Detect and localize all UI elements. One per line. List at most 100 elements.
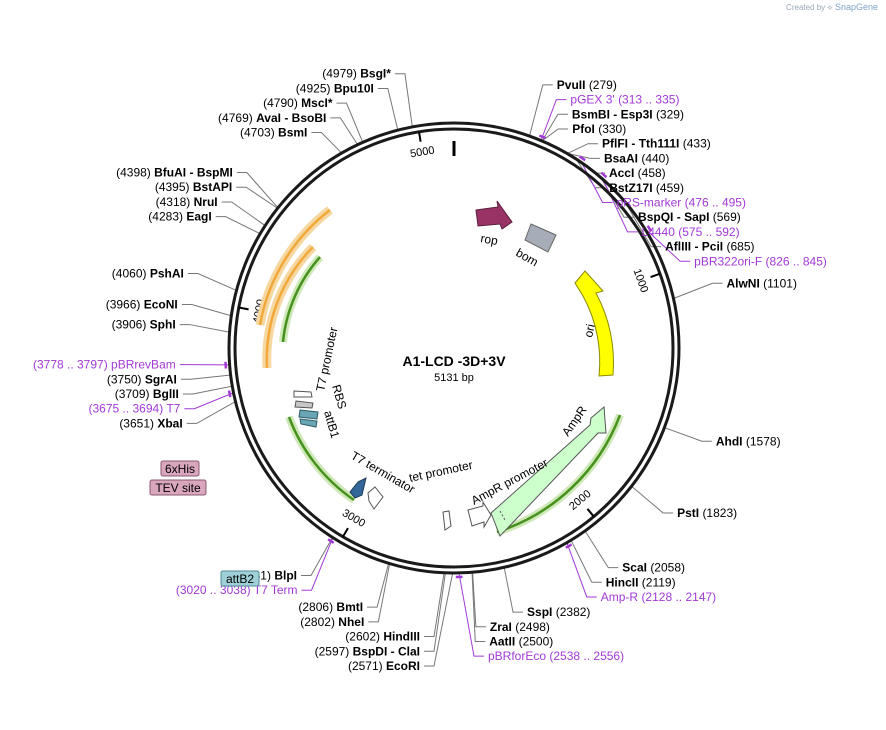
backbone-inner: [233, 127, 675, 569]
primer-pbrrevbam-name: pBRrevBam: [111, 358, 176, 372]
site-labels: PvuII (279)pGEX 3' (313 .. 335)BsmBI - E…: [33, 67, 827, 673]
site-bsgi-name: BsgI: [360, 67, 386, 81]
site-nhei-pos: (2802): [300, 615, 335, 629]
site-eagi-name: EagI: [186, 210, 211, 224]
label-site-psti: PstI (1823): [677, 506, 737, 520]
tick-mark-2000: [586, 508, 595, 518]
site-afliii-name2: PciI: [702, 240, 723, 254]
feature-label-t7-promoter: T7 promoter: [313, 326, 340, 393]
site-sgrai-pos: (3750): [107, 372, 142, 386]
site-bsmi-name: BsmI: [278, 126, 307, 140]
label-site-bmti: (2806) BmtI: [298, 600, 363, 614]
label-site-bsgi: (4979) BsgI*: [322, 67, 391, 81]
site-ecori-name: EcoRI: [386, 659, 420, 673]
site-bglii-name: BglII: [153, 387, 179, 401]
feature-box-tev-bg: [149, 479, 207, 496]
tick-label-5000: 5000: [409, 145, 435, 161]
label-site-bstapi: (4395) BstAPI: [155, 180, 232, 194]
label-primer-pbrforeco: pBRforEco (2538 .. 2556): [488, 649, 624, 663]
leader-site-alwni: [674, 282, 723, 299]
feature-box-attb2-bg: [220, 570, 260, 587]
snapgene-logo-icon: ⟡: [827, 3, 833, 12]
site-bsmbi-name2: Esp3I: [621, 107, 653, 121]
site-bmti-pos: (2806): [298, 600, 333, 614]
site-pfoi-pos: (330): [598, 122, 626, 136]
primer-amp-r-range: (2128 .. 2147): [641, 590, 716, 604]
leader-site-pvuii: [529, 84, 553, 136]
feature-ori: [574, 270, 614, 377]
leader-site-eagi: [215, 216, 260, 234]
site-bsaai-pos: (440): [641, 151, 669, 165]
site-afliii-pos: (685): [726, 240, 754, 254]
credit-prefix: Created by: [786, 3, 826, 12]
feature-label-ori: ori: [581, 323, 597, 339]
feature-label-rop: rop: [479, 231, 499, 248]
site-psti-pos: (1823): [702, 506, 737, 520]
leader-primer-amp-r: [566, 543, 597, 598]
tick-label-1000: 1000: [631, 267, 651, 294]
site-msci-pos: (4790): [263, 96, 298, 110]
snapgene-credit: Created by ⟡ SnapGene: [786, 2, 878, 13]
leader-primer-pbrforeco: [458, 573, 484, 657]
label-site-pfoi: PfoI (330): [572, 122, 626, 136]
label-site-sphi: (3906) SphI: [112, 318, 176, 332]
site-ecori-pos: (2571): [348, 659, 383, 673]
site-bspqi-name: BspQI: [638, 210, 673, 224]
label-site-pvuii: PvuII (279): [557, 78, 617, 92]
leader-primer-pbr322ori-f: [646, 229, 691, 262]
feature-box-6xhis-label: 6xHis: [165, 462, 195, 476]
site-avai-dash: -: [281, 111, 292, 125]
site-pflfi-pos: (433): [683, 137, 711, 151]
leader-site-sgrai: [180, 374, 230, 380]
label-site-bstz17i: BstZ17I (459): [609, 181, 684, 195]
site-xbai-name: XbaI: [157, 416, 182, 430]
feature-ampr-promoter: [467, 500, 492, 529]
leader-site-ahdi: [665, 427, 712, 442]
site-bsmbi-pos: (329): [656, 107, 684, 121]
leader-site-bspdi: [424, 573, 446, 652]
label-site-bspqi: BspQI - SapI (569): [638, 210, 741, 224]
backbone-outer: [227, 121, 681, 575]
feature-open-arrow: [367, 486, 384, 510]
label-site-aatii: AatII (2500): [489, 634, 553, 648]
leader-site-bmti: [367, 564, 389, 608]
label-site-scai: ScaI (2058): [622, 561, 685, 575]
site-eagi-pos: (4283): [148, 210, 183, 224]
site-ahdi-pos: (1578): [746, 434, 781, 448]
leader-site-nrui: [221, 201, 265, 226]
site-bspdi-name: BspDI: [353, 644, 388, 658]
leader-site-nhei: [368, 564, 390, 623]
leader-site-bsgi: [394, 73, 413, 126]
site-bfuai-name: BfuAI: [154, 166, 186, 180]
primer-mark-pbrrevbam: [224, 361, 228, 369]
site-aatii-pos: (2500): [519, 634, 554, 648]
primer-pbrforeco-range: (2538 .. 2556): [549, 649, 624, 663]
feature-label-tet-promoter: tet promoter: [408, 458, 474, 485]
site-nrui-pos: (4318): [156, 195, 191, 209]
leader-site-econi: [181, 303, 231, 317]
green-arc-right: [496, 414, 622, 534]
leader-site-aatii: [471, 573, 486, 642]
site-bspqi-pos: (569): [713, 210, 741, 224]
site-afliii-dash: -: [691, 240, 702, 254]
site-pshai-pos: (4060): [112, 266, 147, 280]
green-arc-top-glow: [279, 254, 324, 343]
leader-site-afliii: [621, 196, 662, 248]
feature-box-6xhis: 6xHis: [160, 460, 200, 477]
leader-site-hincii: [571, 540, 602, 583]
feature-box-attb2-label: attB2: [226, 572, 254, 586]
site-bsmi-pos: (4703): [240, 126, 275, 140]
label-site-sgrai: (3750) SgrAI: [107, 372, 177, 386]
leader-primer-t7-term: [301, 538, 333, 591]
site-bstapi-name: BstAPI: [193, 180, 232, 194]
tick-mark-1000: [650, 272, 661, 279]
label-site-bglii: (3709) BglII: [115, 387, 179, 401]
primer-mark-t7: [227, 390, 232, 398]
site-pflfi-name: PflFI: [602, 137, 628, 151]
site-pflfi-name2: Tth111I: [639, 137, 680, 151]
leader-site-bglii: [182, 385, 232, 395]
label-site-pshai: (4060) PshAI: [112, 266, 184, 280]
site-bsmbi-name: BsmBI: [572, 107, 610, 121]
primer-amp-r-name: Amp-R: [601, 590, 639, 604]
site-bspdi-pos: (2597): [315, 644, 350, 658]
